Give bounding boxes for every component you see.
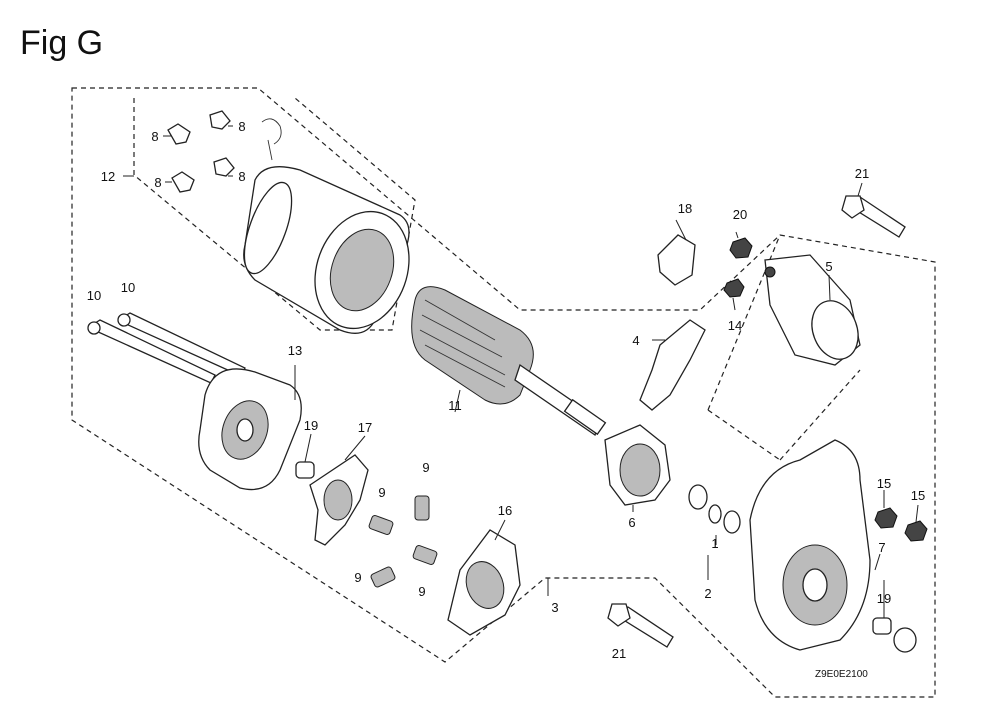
callout-9a: 9 <box>422 460 429 475</box>
leader-lines <box>123 125 919 618</box>
callout-21a: 21 <box>855 166 869 181</box>
solenoid <box>764 254 861 366</box>
callout-7: 7 <box>878 540 885 555</box>
front-cap <box>893 627 917 653</box>
callout-1: 1 <box>711 536 718 551</box>
armature <box>411 286 607 437</box>
callout-14: 14 <box>728 318 742 333</box>
figure-title: Fig G <box>20 24 104 62</box>
lever-holder <box>657 234 696 286</box>
callout-16: 16 <box>498 503 512 518</box>
terminal-nuts <box>723 237 753 298</box>
callout-18: 18 <box>678 201 692 216</box>
front-housing <box>749 439 871 651</box>
callout-12: 12 <box>101 169 115 184</box>
shift-lever <box>639 319 706 411</box>
callout-15b: 15 <box>911 488 925 503</box>
callout-4: 4 <box>632 333 639 348</box>
rear-cover <box>198 368 302 491</box>
callout-21b: 21 <box>612 646 626 661</box>
rear-bushing <box>295 461 315 479</box>
brush-set <box>167 110 235 193</box>
callout-9d: 9 <box>418 584 425 599</box>
callout-19a: 19 <box>304 418 318 433</box>
brush-springs <box>368 495 438 588</box>
front-bushing <box>872 617 892 635</box>
callout-8d: 8 <box>238 169 245 184</box>
housing-bolt <box>607 603 674 648</box>
callout-15a: 15 <box>877 476 891 491</box>
solenoid-bolt <box>841 195 906 238</box>
callout-9c: 9 <box>354 570 361 585</box>
housing-nut-left <box>874 507 898 529</box>
brush-holder <box>447 529 521 636</box>
washer-set <box>688 484 741 534</box>
through-bolts <box>87 312 246 384</box>
callout-2: 2 <box>704 586 711 601</box>
figure-code: Z9E0E2100 <box>815 669 868 680</box>
callout-8b: 8 <box>238 119 245 134</box>
callout-6: 6 <box>628 515 635 530</box>
callout-8c: 8 <box>154 175 161 190</box>
callout-17: 17 <box>358 420 372 435</box>
housing-nut-right <box>904 520 928 542</box>
callout-10a: 10 <box>87 288 101 303</box>
callout-8a: 8 <box>151 129 158 144</box>
brush-holder-plate <box>309 454 369 546</box>
callout-20: 20 <box>733 207 747 222</box>
yoke-assembly <box>243 118 410 334</box>
callout-9b: 9 <box>378 485 385 500</box>
callout-19b: 19 <box>877 591 891 606</box>
assembly-frame <box>71 87 936 698</box>
pinion-clutch <box>604 424 671 506</box>
callout-3: 3 <box>551 600 558 615</box>
callout-5: 5 <box>825 259 832 274</box>
callout-13: 13 <box>288 343 302 358</box>
callout-10b: 10 <box>121 280 135 295</box>
callout-11: 11 <box>448 398 462 413</box>
